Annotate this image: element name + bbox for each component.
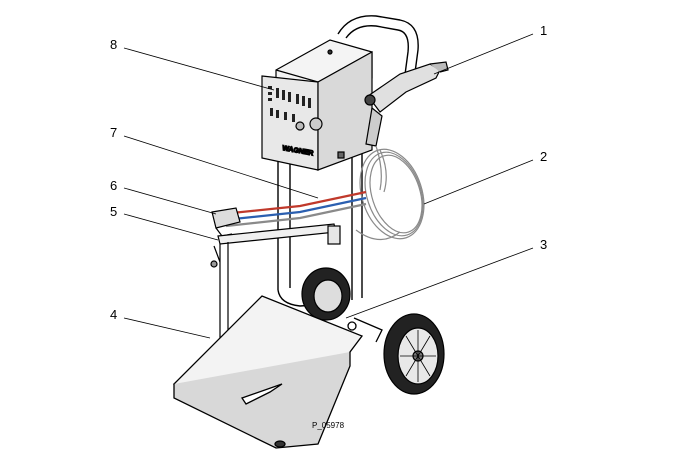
spray-gun bbox=[364, 61, 449, 147]
injector-holder bbox=[211, 207, 241, 237]
rear-wheel bbox=[301, 267, 351, 321]
leader-lines bbox=[123, 33, 534, 339]
callout-labels: 1 2 3 4 5 6 7 8 bbox=[110, 23, 547, 322]
gun-hose-coil bbox=[355, 145, 425, 241]
leader-line-4 bbox=[123, 317, 211, 339]
blue-hose bbox=[223, 196, 367, 222]
leader-line-2 bbox=[423, 159, 534, 205]
callout-1: 1 bbox=[540, 23, 547, 38]
callout-4: 4 bbox=[110, 307, 117, 322]
leader-line-3 bbox=[345, 247, 534, 319]
powder-tray-base bbox=[172, 295, 383, 449]
gray-hose bbox=[225, 202, 367, 228]
callout-5: 5 bbox=[110, 204, 117, 219]
red-hose bbox=[221, 190, 367, 216]
front-wheel bbox=[383, 313, 445, 395]
control-panel-indicators bbox=[268, 86, 311, 122]
leader-line-7 bbox=[123, 135, 319, 199]
callout-2: 2 bbox=[540, 149, 547, 164]
leader-line-8 bbox=[123, 47, 275, 91]
hose-holder-arm bbox=[210, 223, 341, 268]
callout-7: 7 bbox=[110, 125, 117, 140]
air-hoses bbox=[221, 190, 367, 228]
figure-reference: P_05978 bbox=[312, 421, 345, 430]
callout-6: 6 bbox=[110, 178, 117, 193]
leader-line-1 bbox=[433, 33, 534, 75]
callout-3: 3 bbox=[540, 237, 547, 252]
leader-line-5 bbox=[123, 213, 219, 241]
control-unit: WAGNER bbox=[261, 39, 373, 171]
leader-line-6 bbox=[123, 187, 217, 215]
callout-8: 8 bbox=[110, 37, 117, 52]
